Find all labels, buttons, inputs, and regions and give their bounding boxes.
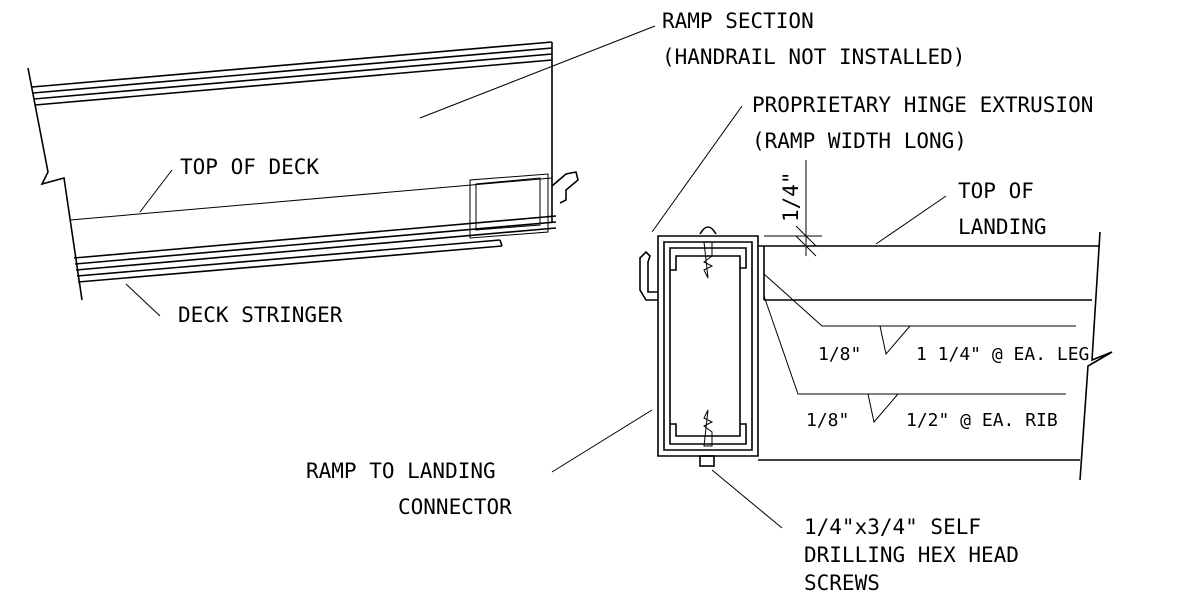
- dim-tick-2: [795, 235, 817, 257]
- ramp-bottom-rail-4: [76, 239, 501, 277]
- ramp-bottom-rail-3: [75, 227, 557, 271]
- top-screw-head: [699, 226, 717, 235]
- label-connector: CONNECTOR: [398, 495, 512, 519]
- weld2-symbol: [867, 393, 899, 424]
- label-ramp-to-landing: RAMP TO LANDING: [306, 459, 496, 483]
- label-ramp-section: RAMP SECTION: [662, 9, 814, 33]
- top-of-deck-line: [69, 177, 553, 221]
- ramp-top-rail-4: [34, 59, 553, 106]
- label-weld1-size: 1/8": [818, 344, 861, 365]
- label-landing: LANDING: [958, 215, 1047, 239]
- label-screws-size: 1/4"x3/4" SELF: [804, 515, 981, 539]
- leader-screws: [711, 469, 783, 529]
- ramp-bottom-rail-2: [74, 221, 557, 265]
- leader-hinge: [651, 105, 743, 233]
- ramp-hook: [551, 171, 579, 204]
- landing: [758, 160, 1113, 481]
- ramp-top-rail-1: [31, 41, 553, 88]
- weld2-leader: [763, 295, 1066, 395]
- extrusion-inner: [663, 241, 753, 451]
- weld1-leader: [763, 273, 1076, 327]
- extrusion-outer: [657, 235, 759, 457]
- label-screws: SCREWS: [804, 571, 880, 595]
- label-ramp-width-long: (RAMP WIDTH LONG): [752, 129, 967, 153]
- bottom-screw-shank: [703, 409, 714, 447]
- channel-bottom-lip: [669, 423, 747, 445]
- leader-top-of-deck: [139, 169, 173, 213]
- hinge-outline-outer: [469, 173, 549, 239]
- leader-connector: [551, 409, 653, 473]
- hinge-outline-inner: [475, 177, 541, 231]
- ramp-section: [27, 25, 656, 317]
- label-dim-quarter: 1/4": [779, 171, 803, 222]
- label-weld2-length: 1/2" @ EA. RIB: [906, 410, 1058, 431]
- leader-top-of-landing: [875, 195, 947, 245]
- hinge-extrusion: [551, 105, 783, 529]
- label-top-of: TOP OF: [958, 179, 1034, 203]
- top-screw-shank: [703, 241, 714, 279]
- leader-ramp-section: [419, 25, 656, 119]
- ramp-bottom-rail-1: [73, 215, 557, 259]
- landing-break-line: [1079, 231, 1113, 481]
- dim-tick-1: [795, 225, 817, 247]
- label-hinge-extrusion: PROPRIETARY HINGE EXTRUSION: [752, 93, 1093, 117]
- channel-top-lip: [669, 247, 747, 271]
- ramp-break-line: [27, 67, 83, 301]
- weld1-symbol: [879, 325, 911, 356]
- label-handrail-not-installed: (HANDRAIL NOT INSTALLED): [662, 45, 965, 69]
- extrusion-hook: [639, 250, 658, 301]
- label-self-drilling: DRILLING HEX HEAD: [804, 543, 1019, 567]
- ramp-bottom-rail-end: [499, 239, 503, 247]
- ramp-top-rail-2: [32, 47, 553, 94]
- leader-deck-stringer: [125, 283, 161, 317]
- ramp-bottom-rail-5: [77, 245, 503, 283]
- ramp-top-rail-3: [33, 53, 553, 100]
- label-weld2-size: 1/8": [806, 410, 849, 431]
- label-deck-stringer: DECK STRINGER: [178, 303, 343, 327]
- label-top-of-deck: TOP OF DECK: [180, 155, 319, 179]
- label-weld1-length: 1 1/4" @ EA. LEG: [916, 344, 1089, 365]
- bottom-screw-head: [699, 455, 715, 467]
